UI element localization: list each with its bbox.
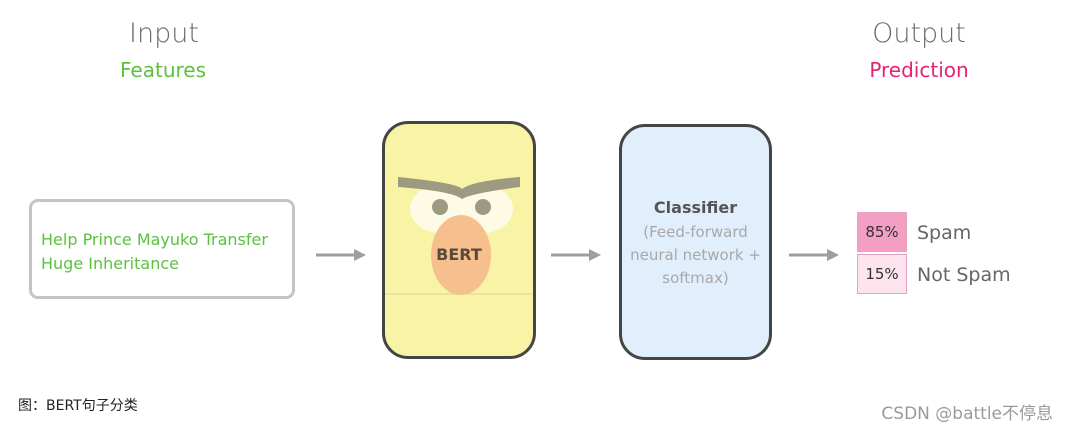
prediction-label: Prediction xyxy=(869,58,969,82)
output-heading: Output xyxy=(872,18,966,49)
classifier-title: Classifier xyxy=(653,198,738,217)
not-spam-label: Not Spam xyxy=(917,264,1011,286)
input-sentence-text: Help Prince Mayuko Transfer Huge Inherit… xyxy=(41,230,268,273)
classifier-description: (Feed-forward neural network + softmax) xyxy=(630,223,761,287)
bert-label: BERT xyxy=(436,245,482,264)
input-sentence-box xyxy=(29,199,295,299)
spam-label: Spam xyxy=(917,222,972,244)
classifier-box xyxy=(619,124,772,360)
input-heading: Input xyxy=(129,18,199,49)
bert-model-box xyxy=(382,121,536,359)
figure-caption: 图：BERT句子分类 xyxy=(18,398,138,414)
arrow-right-icon xyxy=(316,249,366,261)
not-spam-probability-cell: 15% xyxy=(857,254,907,294)
bert-face-icon xyxy=(385,177,533,295)
arrow-right-icon xyxy=(789,249,839,261)
watermark: CSDN @battle不停息 xyxy=(881,404,1053,424)
spam-probability-cell: 85% xyxy=(857,212,907,252)
arrow-right-icon xyxy=(551,249,601,261)
features-label: Features xyxy=(120,58,206,82)
